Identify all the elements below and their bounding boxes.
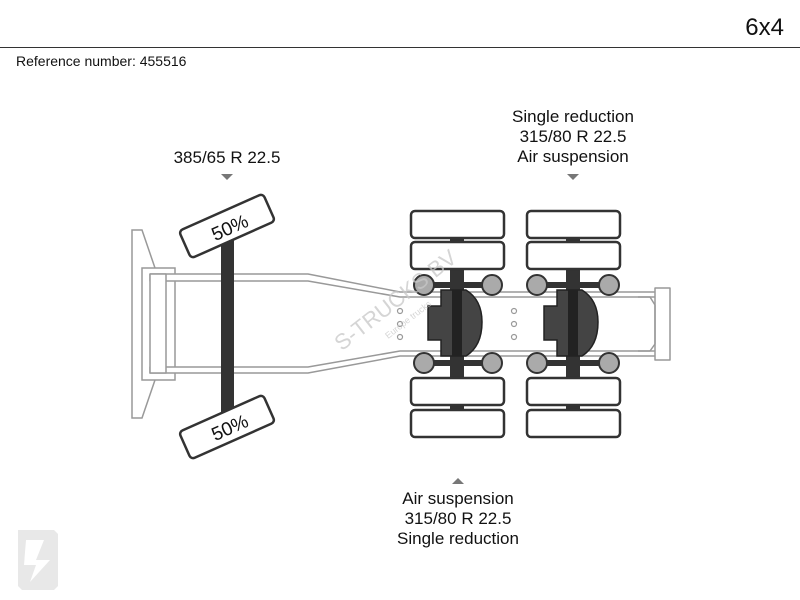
rear-bottom-tyre-size: 315/80 R 22.5 bbox=[404, 509, 512, 528]
rear-axle-1-wheels bbox=[409, 209, 506, 439]
rear-axle-2-wheels bbox=[525, 209, 622, 439]
reference-label: Reference number: bbox=[16, 53, 136, 69]
axle-configuration: 6x4 bbox=[745, 14, 784, 41]
reference-number: 455516 bbox=[139, 53, 187, 69]
rear-axle-2-air-bags bbox=[526, 274, 620, 374]
frame-rails bbox=[149, 273, 671, 374]
front-axle bbox=[178, 193, 276, 460]
rear-axle-top-label: Single reduction 315/80 R 22.5 Air suspe… bbox=[463, 107, 683, 167]
front-label-pointer bbox=[221, 174, 233, 180]
rear-axle-2 bbox=[525, 209, 622, 439]
rear-axle-1 bbox=[409, 209, 506, 439]
frame-bolt-holes bbox=[396, 307, 518, 341]
front-wheel-right bbox=[178, 394, 276, 460]
rear-top-suspension: Air suspension bbox=[517, 147, 629, 166]
header-divider bbox=[0, 47, 800, 48]
reference-line: Reference number: 455516 bbox=[16, 53, 186, 69]
rear-axle-1-air-bags bbox=[413, 274, 503, 374]
rear-bottom-reduction: Single reduction bbox=[397, 529, 519, 548]
rear-top-reduction: Single reduction bbox=[512, 107, 634, 126]
rear-top-tyre-size: 315/80 R 22.5 bbox=[519, 127, 627, 146]
front-wheel-left bbox=[178, 193, 276, 259]
rear-bottom-label-pointer bbox=[452, 478, 464, 484]
front-axle-label: 385/65 R 22.5 bbox=[117, 148, 337, 168]
rear-axle-bottom-label: Air suspension 315/80 R 22.5 Single redu… bbox=[348, 489, 568, 549]
rear-top-label-pointer bbox=[567, 174, 579, 180]
front-tyre-size: 385/65 R 22.5 bbox=[173, 148, 281, 167]
corner-logo-icon bbox=[18, 530, 58, 590]
rear-bottom-suspension: Air suspension bbox=[402, 489, 514, 508]
